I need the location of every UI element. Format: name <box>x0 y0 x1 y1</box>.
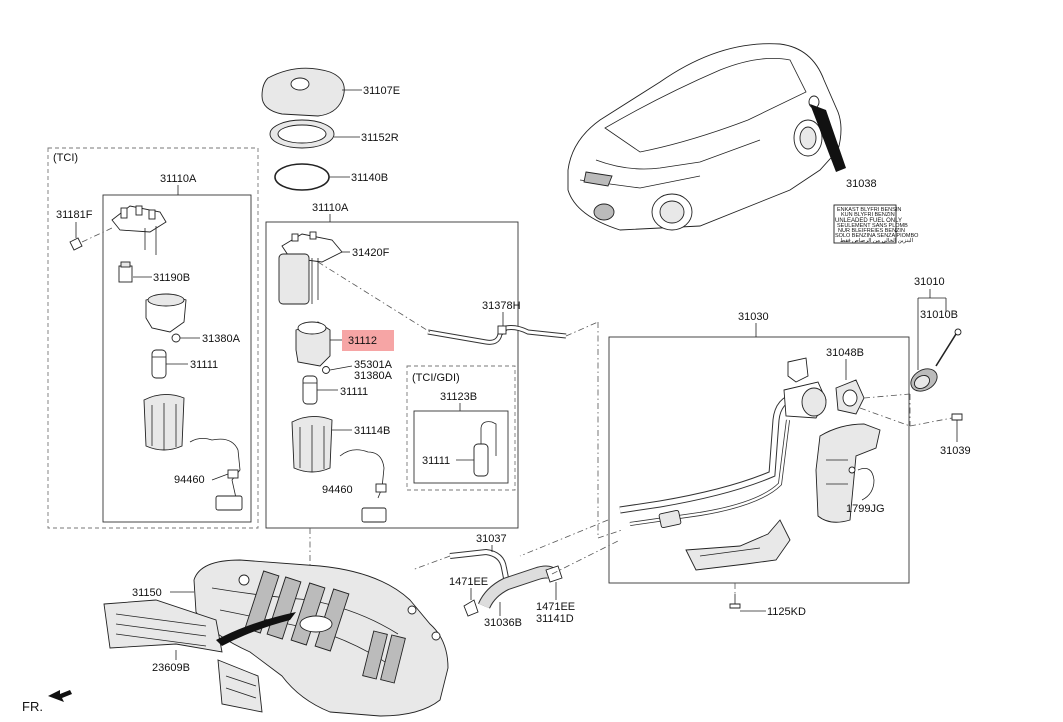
label-1471EE-right: 1471EE <box>536 601 575 613</box>
protector-guard[interactable] <box>815 423 881 523</box>
decal-line4: SEULEMENT SANS PLOMB <box>837 223 908 229</box>
highlight-31112 <box>342 330 394 351</box>
cover-plate-31107E[interactable] <box>261 67 345 117</box>
filler-neck-pipe[interactable] <box>619 357 827 529</box>
gasket-31048B[interactable] <box>835 379 865 415</box>
clip-35301A[interactable] <box>322 366 330 374</box>
label-31181F: 31181F <box>56 209 93 221</box>
car-illustration <box>567 43 842 231</box>
label-31380A-mid: 31380A <box>354 370 393 382</box>
gdi-pump-box <box>413 410 509 484</box>
clamp-1799JG[interactable] <box>848 466 875 501</box>
label-31112: 31112 <box>348 335 377 347</box>
pump-body-left[interactable] <box>145 293 187 333</box>
label-31123B: 31123B <box>440 391 477 403</box>
pump-module-31420F[interactable] <box>278 231 343 305</box>
decal-line7: البنزين الخالي من الرصاص فقط <box>840 237 914 244</box>
label-31114B: 31114B <box>354 425 390 437</box>
label-31140B: 31140B <box>351 172 388 184</box>
reservoir-cup-left[interactable] <box>143 394 185 451</box>
label-31378H: 31378H <box>482 300 521 312</box>
pump-flange-left[interactable] <box>111 205 167 255</box>
label-31010B: 31010B <box>920 309 958 321</box>
cap-tether-31010B[interactable] <box>935 328 962 367</box>
filler-neck-assy-box <box>608 336 910 584</box>
label-31107E: 31107E <box>363 85 400 97</box>
label-fr: FR. <box>22 699 43 714</box>
label-31152R: 31152R <box>361 132 399 144</box>
gasket-31140B[interactable] <box>274 163 330 191</box>
fuel-cap-31010[interactable] <box>907 364 941 395</box>
decal-line3: UNLEADED FUEL ONLY <box>835 218 902 224</box>
bolt-1125KD[interactable] <box>729 583 741 609</box>
fuel-decal-31038[interactable]: ENKAST BLYFRI BENSIN KUN BLYFRI BENZIN U… <box>833 204 919 244</box>
label-31037: 31037 <box>476 533 507 545</box>
sender-94460-mid[interactable] <box>339 449 387 523</box>
fuel-pump-assy-box-mid <box>265 221 519 529</box>
decal-line5: NUR BLEIFREIES BENZIN <box>838 228 905 234</box>
label-35301A: 35301A <box>354 359 393 371</box>
front-direction-indicator: FR. <box>22 690 72 714</box>
tci-gdi-variant-box <box>406 365 516 491</box>
regulator-31190B[interactable] <box>118 261 133 283</box>
hose-31037[interactable] <box>449 548 509 579</box>
label-31030: 31030 <box>738 311 769 323</box>
hose-31378H[interactable] <box>427 325 567 345</box>
hose-clamp-31141D[interactable] <box>545 565 563 583</box>
label-31380A-left: 31380A <box>202 333 241 345</box>
hose-clamp-1471EE-left[interactable] <box>463 599 479 617</box>
label-tci-gdi: (TCI/GDI) <box>412 372 460 384</box>
label-31190B: 31190B <box>153 272 190 284</box>
label-31110A-left: 31110A <box>160 173 197 185</box>
tci-variant-box <box>47 147 259 529</box>
label-31420F: 31420F <box>352 247 390 259</box>
label-31110A-mid: 31110A <box>312 202 349 214</box>
pointer-31038 <box>810 104 846 172</box>
label-94460-left: 94460 <box>174 474 205 486</box>
label-31111-left: 31111 <box>190 359 218 371</box>
reservoir-31114B[interactable] <box>291 416 333 473</box>
label-31111-mid: 31111 <box>340 386 368 398</box>
label-31111-gdi: 31111 <box>422 455 450 467</box>
sender-94460-left[interactable] <box>189 438 243 511</box>
label-31141D: 31141D <box>536 613 574 625</box>
lower-bracket[interactable] <box>685 519 791 571</box>
fuel-pump-31111-gdi[interactable] <box>473 421 497 477</box>
label-31039: 31039 <box>940 445 971 457</box>
label-31036B: 31036B <box>484 617 522 629</box>
label-31150: 31150 <box>132 587 162 599</box>
fuel-pump-31111-left[interactable] <box>151 349 167 379</box>
label-tci: (TCI) <box>53 152 78 164</box>
heat-shield-23609B[interactable] <box>103 599 263 713</box>
decal-line1: ENKAST BLYFRI BENSIN <box>837 207 901 213</box>
fuel-pump-31111-mid[interactable] <box>302 375 318 405</box>
label-1125KD: 1125KD <box>767 606 806 618</box>
label-31048B: 31048B <box>826 347 864 359</box>
connector-31181F[interactable] <box>69 237 83 251</box>
front-arrow-icon <box>48 690 72 702</box>
label-31010: 31010 <box>914 276 945 288</box>
label-1471EE-left: 1471EE <box>449 576 488 588</box>
bolt-31039[interactable] <box>951 413 963 432</box>
filter-31112[interactable] <box>295 321 331 367</box>
label-94460-mid: 94460 <box>322 484 353 496</box>
retainer-ring-31152R[interactable] <box>269 119 335 149</box>
label-23609B: 23609B <box>152 662 190 674</box>
clip-31380A-left[interactable] <box>171 333 181 343</box>
decal-line2: KUN BLYFRI BENZIN <box>841 212 895 218</box>
pointer-23609B <box>216 612 296 646</box>
label-31038: 31038 <box>846 178 877 190</box>
label-1799JG: 1799JG <box>846 503 885 515</box>
decal-line6: SOLO BENZINA SENZA PIOMBO <box>835 233 919 239</box>
fuel-pump-assy-box-left <box>102 194 252 523</box>
